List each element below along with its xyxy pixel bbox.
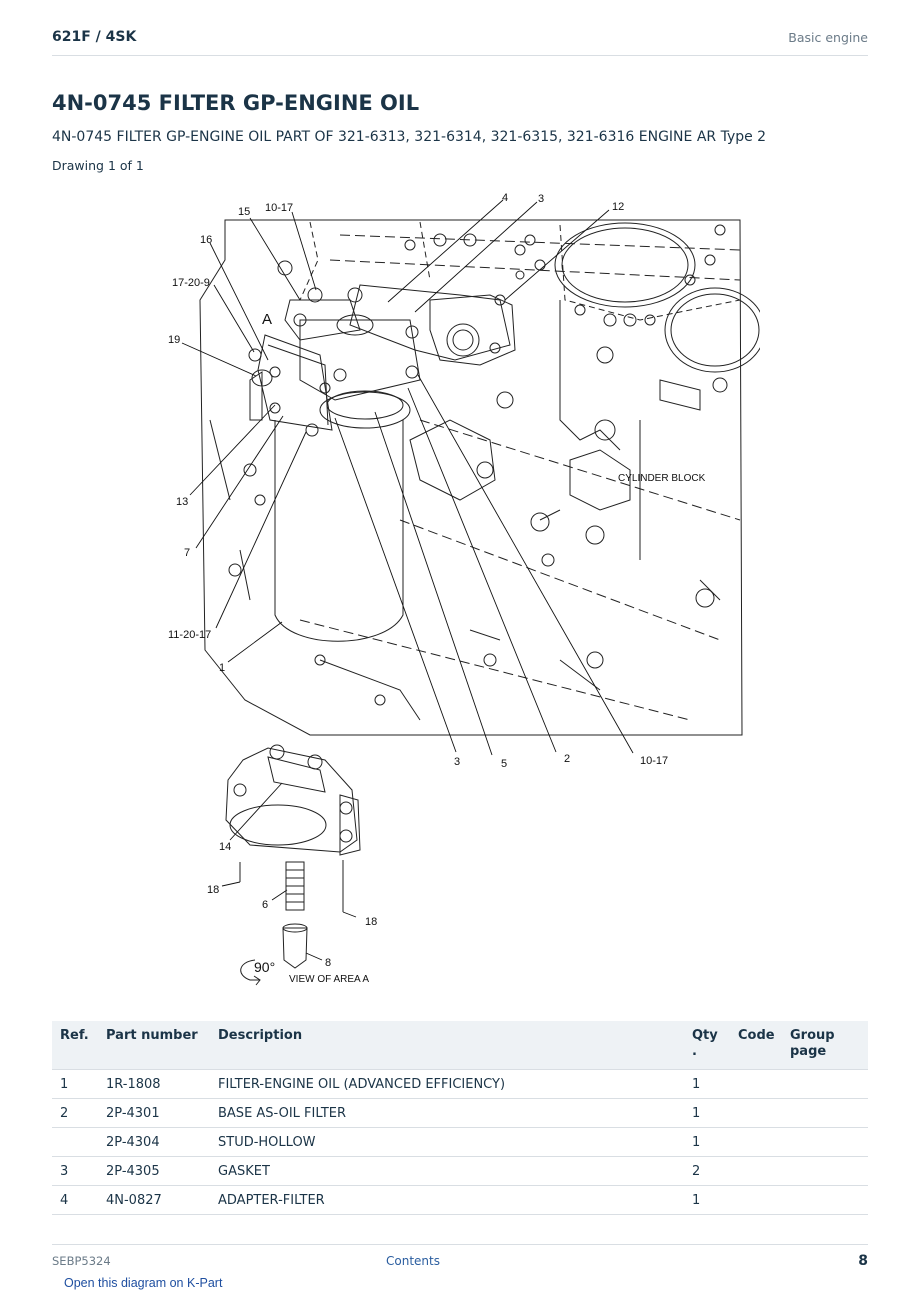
callout-16: 16 [200, 234, 212, 246]
callout-8: 8 [325, 957, 331, 969]
callout-14: 14 [219, 841, 231, 853]
callout-11-20-17: 11-20-17 [168, 629, 211, 641]
table-header-row: Ref. Part number Description Qty. Code G… [52, 1021, 868, 1070]
callout-15: 15 [238, 206, 250, 218]
cell-qty: 2 [684, 1156, 730, 1186]
page-subtitle: 4N-0745 FILTER GP-ENGINE OIL PART OF 321… [52, 129, 767, 145]
open-on-kpart-link[interactable]: Open this diagram on K-Part [64, 1276, 223, 1290]
callout-5: 5 [501, 758, 507, 770]
exploded-view-drawing: 15 10-17 16 17-20-9 A 19 4 3 12 13 7 11-… [168, 192, 760, 986]
cell-ref: 1 [52, 1069, 98, 1099]
cell-part-number: 2P-4304 [98, 1127, 210, 1157]
table-row: 4 4N-0827 ADAPTER-FILTER 1 [52, 1185, 868, 1215]
cell-part-number: 1R-1808 [98, 1069, 210, 1099]
cell-group-page [782, 1156, 868, 1186]
cell-part-number: 2P-4301 [98, 1098, 210, 1128]
cell-group-page [782, 1069, 868, 1099]
page-number: 8 [858, 1253, 868, 1269]
callout-12: 12 [612, 201, 624, 213]
cell-code [730, 1156, 782, 1186]
callout-area-a: A [262, 311, 272, 328]
drawing-count: Drawing 1 of 1 [52, 158, 144, 173]
section-label: Basic engine [788, 30, 868, 45]
callout-10-17-bottom: 10-17 [640, 755, 668, 767]
col-description: Description [210, 1021, 684, 1070]
cell-part-number: 4N-0827 [98, 1185, 210, 1215]
cell-ref: 3 [52, 1156, 98, 1186]
page-header: 621F / 4SK Basic engine [52, 29, 868, 56]
cell-code [730, 1069, 782, 1099]
callout-6: 6 [262, 899, 268, 911]
callout-1: 1 [219, 662, 225, 674]
page-footer: SEBP5324 Contents 8 [52, 1244, 868, 1274]
callout-17-20-9: 17-20-9 [172, 277, 210, 289]
parts-table: Ref. Part number Description Qty. Code G… [52, 1021, 868, 1215]
callout-10-17-top: 10-17 [265, 202, 293, 214]
diagram-callouts: 15 10-17 16 17-20-9 A 19 4 3 12 13 7 11-… [168, 192, 706, 985]
cell-qty: 1 [684, 1098, 730, 1128]
cell-qty: 1 [684, 1127, 730, 1157]
model-label: 621F / 4SK [52, 29, 137, 45]
cell-qty: 1 [684, 1185, 730, 1215]
cylinder-block-label: CYLINDER BLOCK [618, 473, 706, 484]
cell-code [730, 1098, 782, 1128]
col-ref: Ref. [52, 1021, 98, 1070]
page-title: 4N-0745 FILTER GP-ENGINE OIL [52, 91, 420, 115]
parts-diagram: 15 10-17 16 17-20-9 A 19 4 3 12 13 7 11-… [160, 185, 760, 995]
cell-code [730, 1185, 782, 1215]
view-of-area-label: VIEW OF AREA A [289, 974, 369, 985]
callout-13: 13 [176, 496, 188, 508]
callout-2: 2 [564, 753, 570, 765]
cell-ref: 4 [52, 1185, 98, 1215]
callout-18-left: 18 [207, 884, 219, 896]
callout-19: 19 [168, 334, 180, 346]
cell-ref: 2 [52, 1098, 98, 1128]
callout-4: 4 [502, 192, 508, 204]
callout-18-right: 18 [365, 916, 377, 928]
cell-group-page [782, 1185, 868, 1215]
callout-7: 7 [184, 547, 190, 559]
col-qty: Qty. [684, 1021, 730, 1070]
table-row: 2P-4304 STUD-HOLLOW 1 [52, 1127, 868, 1157]
callout-3-bottom: 3 [454, 756, 460, 768]
cell-group-page [782, 1098, 868, 1128]
cell-description: FILTER-ENGINE OIL (ADVANCED EFFICIENCY) [210, 1069, 684, 1099]
cell-description: GASKET [210, 1156, 684, 1186]
callout-3-top: 3 [538, 193, 544, 205]
rotation-label: 90° [254, 959, 275, 975]
cell-description: ADAPTER-FILTER [210, 1185, 684, 1215]
cell-description: BASE AS-OIL FILTER [210, 1098, 684, 1128]
table-row: 3 2P-4305 GASKET 2 [52, 1156, 868, 1186]
table-row: 2 2P-4301 BASE AS-OIL FILTER 1 [52, 1098, 868, 1128]
cell-code [730, 1127, 782, 1157]
contents-link[interactable]: Contents [386, 1254, 440, 1268]
table-row: 1 1R-1808 FILTER-ENGINE OIL (ADVANCED EF… [52, 1069, 868, 1099]
cell-description: STUD-HOLLOW [210, 1127, 684, 1157]
document-id: SEBP5324 [52, 1254, 111, 1268]
cell-group-page [782, 1127, 868, 1157]
col-code: Code [730, 1021, 782, 1070]
cell-part-number: 2P-4305 [98, 1156, 210, 1186]
cell-qty: 1 [684, 1069, 730, 1099]
col-part-number: Part number [98, 1021, 210, 1070]
cell-ref [52, 1127, 98, 1157]
